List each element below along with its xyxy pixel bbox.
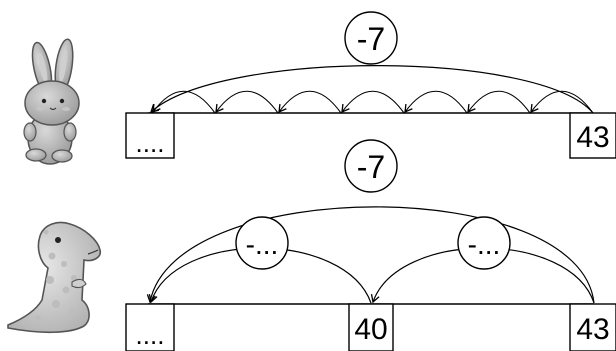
top-big-jump-arrow	[150, 65, 594, 114]
top-small-jump-arrows	[152, 90, 594, 114]
dinosaur-illustration	[7, 221, 102, 334]
bottom-end-box	[569, 303, 616, 351]
top-operator-circle	[344, 11, 398, 65]
bottom-number-line: -7 -... -... .... 40 43	[125, 139, 616, 351]
bottom-middle-box	[348, 303, 394, 351]
small-jump-arrow	[404, 90, 468, 114]
small-jump-arrow	[215, 90, 279, 114]
bottom-start-box-label: ....	[136, 320, 165, 350]
small-jump-arrow	[530, 90, 594, 114]
left-jump-circle	[235, 216, 289, 270]
top-start-box-label: ....	[136, 128, 165, 158]
right-jump-label: -...	[468, 229, 501, 260]
top-operator-label: -7	[357, 21, 385, 57]
bottom-operator-circle	[344, 139, 398, 193]
small-jump-arrow	[278, 90, 342, 114]
bottom-operator-label: -7	[357, 149, 385, 185]
small-jump-arrow	[341, 90, 405, 114]
top-end-box-label: 43	[576, 121, 609, 154]
bottom-big-jump-arrow	[146, 206, 595, 304]
bottom-middle-box-label: 40	[354, 313, 387, 346]
top-end-box	[569, 112, 616, 159]
top-start-box	[125, 112, 175, 159]
bottom-start-box	[125, 303, 175, 351]
small-jump-arrow	[467, 90, 531, 114]
top-number-line: -7 .... 43	[125, 11, 616, 159]
right-jump-circle	[457, 216, 511, 270]
bottom-end-box-label: 43	[576, 313, 609, 346]
bunny-illustration	[23, 38, 80, 165]
small-jump-arrow	[152, 90, 216, 114]
left-jump-label: -...	[246, 229, 279, 260]
